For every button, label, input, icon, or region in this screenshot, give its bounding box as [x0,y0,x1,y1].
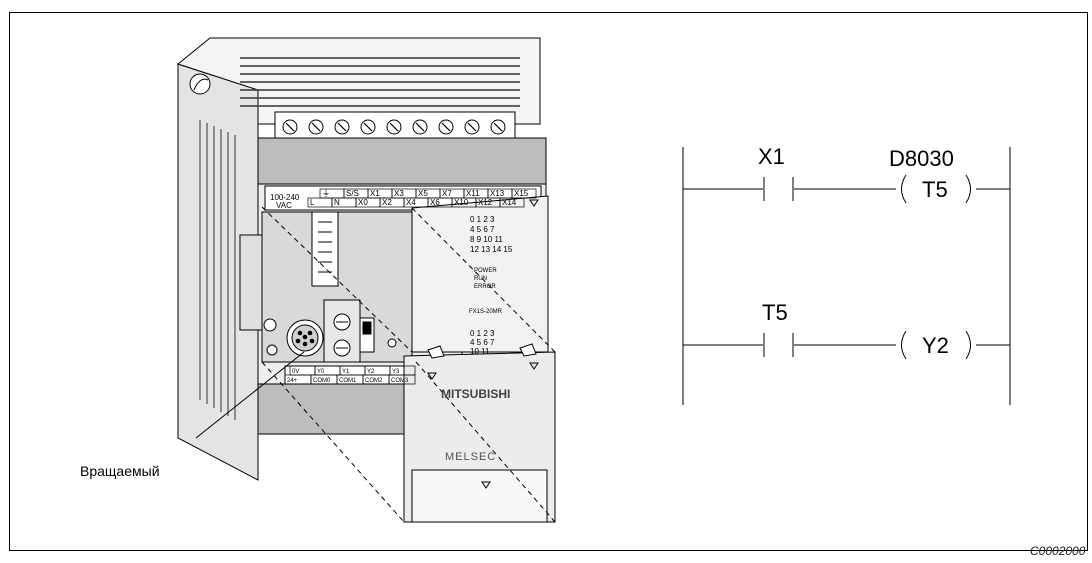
plc-status-led-label: POWER [474,268,497,274]
plc-power-label-2: VAC [276,201,292,210]
plc-input-led-number: 8 9 10 11 [470,235,503,244]
plc-output-terminal-label-cell [388,374,416,385]
plc-input-terminal-label: ⏚ [322,189,330,198]
contact-t5-label: T5 [762,300,788,325]
plc-input-terminal-labels-bottom: L N X0 X2 X4 X6 X10 X12 X14 [307,197,525,208]
coil-y2-left-arc [901,330,907,360]
plc-mount-hole-top [189,73,211,95]
plc-output-terminal-label: COM0 [313,378,331,384]
coil-t5-label: T5 [922,177,948,202]
plc-output-led-number: 0 1 2 3 [470,329,495,338]
plc-input-terminal-label: X2 [382,198,392,207]
plc-brand: MITSUBISHI [441,387,510,401]
plc-input-terminal-label: S/S [346,189,359,198]
plc-bottom-band [257,383,417,435]
plc-cover-projection-lines [261,206,556,523]
plc-input-terminal-label: L [310,198,315,207]
plc-cover-window [411,469,548,523]
plc-output-terminal-label: Y1 [342,369,350,375]
plc-input-terminal-labels-top: ⏚ S/S X1 X3 X5 X7 X11 X13 X15 [319,188,537,199]
plc-output-terminal-label: Y2 [367,369,375,375]
figure-code: C0002000 [1030,544,1086,558]
plc-output-terminal-label: Y3 [392,369,400,375]
plc-output-terminal-labels-bottom: 24+ COM0 COM1 COM2 COM3 [284,374,416,385]
plc-power-label-1: 100-240 [270,193,300,202]
plc-status-led-label: ERROR [474,284,496,290]
plc-input-terminal-label: X13 [490,189,505,198]
plc-input-terminal-label: X7 [442,189,452,198]
plc-input-terminal-label: N [334,198,340,207]
plc-output-terminal-label: COM3 [391,378,409,384]
plc-output-terminal-labels-top: 0V Y0 Y1 Y2 Y3 [289,365,416,376]
contact-x1-label: X1 [758,144,785,169]
plc-output-terminal-label: Y0 [317,369,325,375]
plc-output-terminal-label: 0V [292,369,299,375]
plc-status-led-labels: POWER RUN ERROR [474,268,497,290]
plc-output-terminal-label: COM1 [339,378,357,384]
plc-input-terminal-label: X10 [454,198,469,207]
plc-input-terminal-label: X4 [406,198,416,207]
plc-input-terminal-label: X0 [358,198,368,207]
plc-series-mark: MELSEC [445,451,496,463]
coil-y2-right-arc [965,330,971,360]
callout-label: Вращаемый [80,463,160,479]
plc-output-terminal-label: 24+ [287,378,298,384]
plc-input-led-number: 0 1 2 3 [470,215,495,224]
plc-labels: 100-240 VAC ⏚ S/S X1 X3 X5 X7 X11 X13 X15 L N X0 X2… [270,188,537,463]
plc-status-led-label: RUN [474,276,487,282]
plc-input-led-number: 4 5 6 7 [470,225,495,234]
coil-t5-right-arc [965,174,971,204]
frame-border [9,12,1088,551]
plc-input-terminal-label-cell [499,197,525,208]
plc-input-terminal-label: X1 [370,189,380,198]
plc-top-vents [240,57,520,107]
ladder-rung-1 [683,174,1010,204]
plc-output-led-number: 10 11 [470,347,490,356]
plc-output-led-number: 4 5 6 7 [470,338,495,347]
register-d8030-label: D8030 [889,146,954,171]
plc-output-terminal-label: COM2 [365,378,383,384]
coil-t5-left-arc [901,174,907,204]
plc-input-terminal-label: X3 [394,189,404,198]
plc-output-led-numbers: 0 1 2 34 5 6 710 11 [470,329,495,356]
plc-input-terminal-label: X6 [430,198,440,207]
plc-terminal-cover [257,137,547,185]
plc-input-terminal-label: X14 [502,198,517,207]
ladder-labels: X1 D8030 T5 T5 Y2 [758,144,954,358]
coil-y2-label: Y2 [922,333,949,358]
plc-side-vents [199,120,236,420]
plc-input-led-number: 12 13 14 15 [470,245,513,254]
plc-input-terminal-label: X11 [466,189,480,198]
ladder-diagram [682,147,1011,405]
ladder-rung-2 [683,330,1010,360]
plc-marker-triangle [529,199,539,207]
plc-mount-hole-bottom [266,344,278,356]
plc-expansion-connector [311,211,339,287]
callout-leader-line [195,351,305,439]
plc-illustration [176,37,556,523]
plc-input-terminal-label: X15 [514,189,529,198]
plc-input-terminal-label: X12 [478,198,493,207]
plc-model-mark: FX1S-20MR [469,309,503,315]
plc-input-terminal-label: X5 [418,189,428,198]
